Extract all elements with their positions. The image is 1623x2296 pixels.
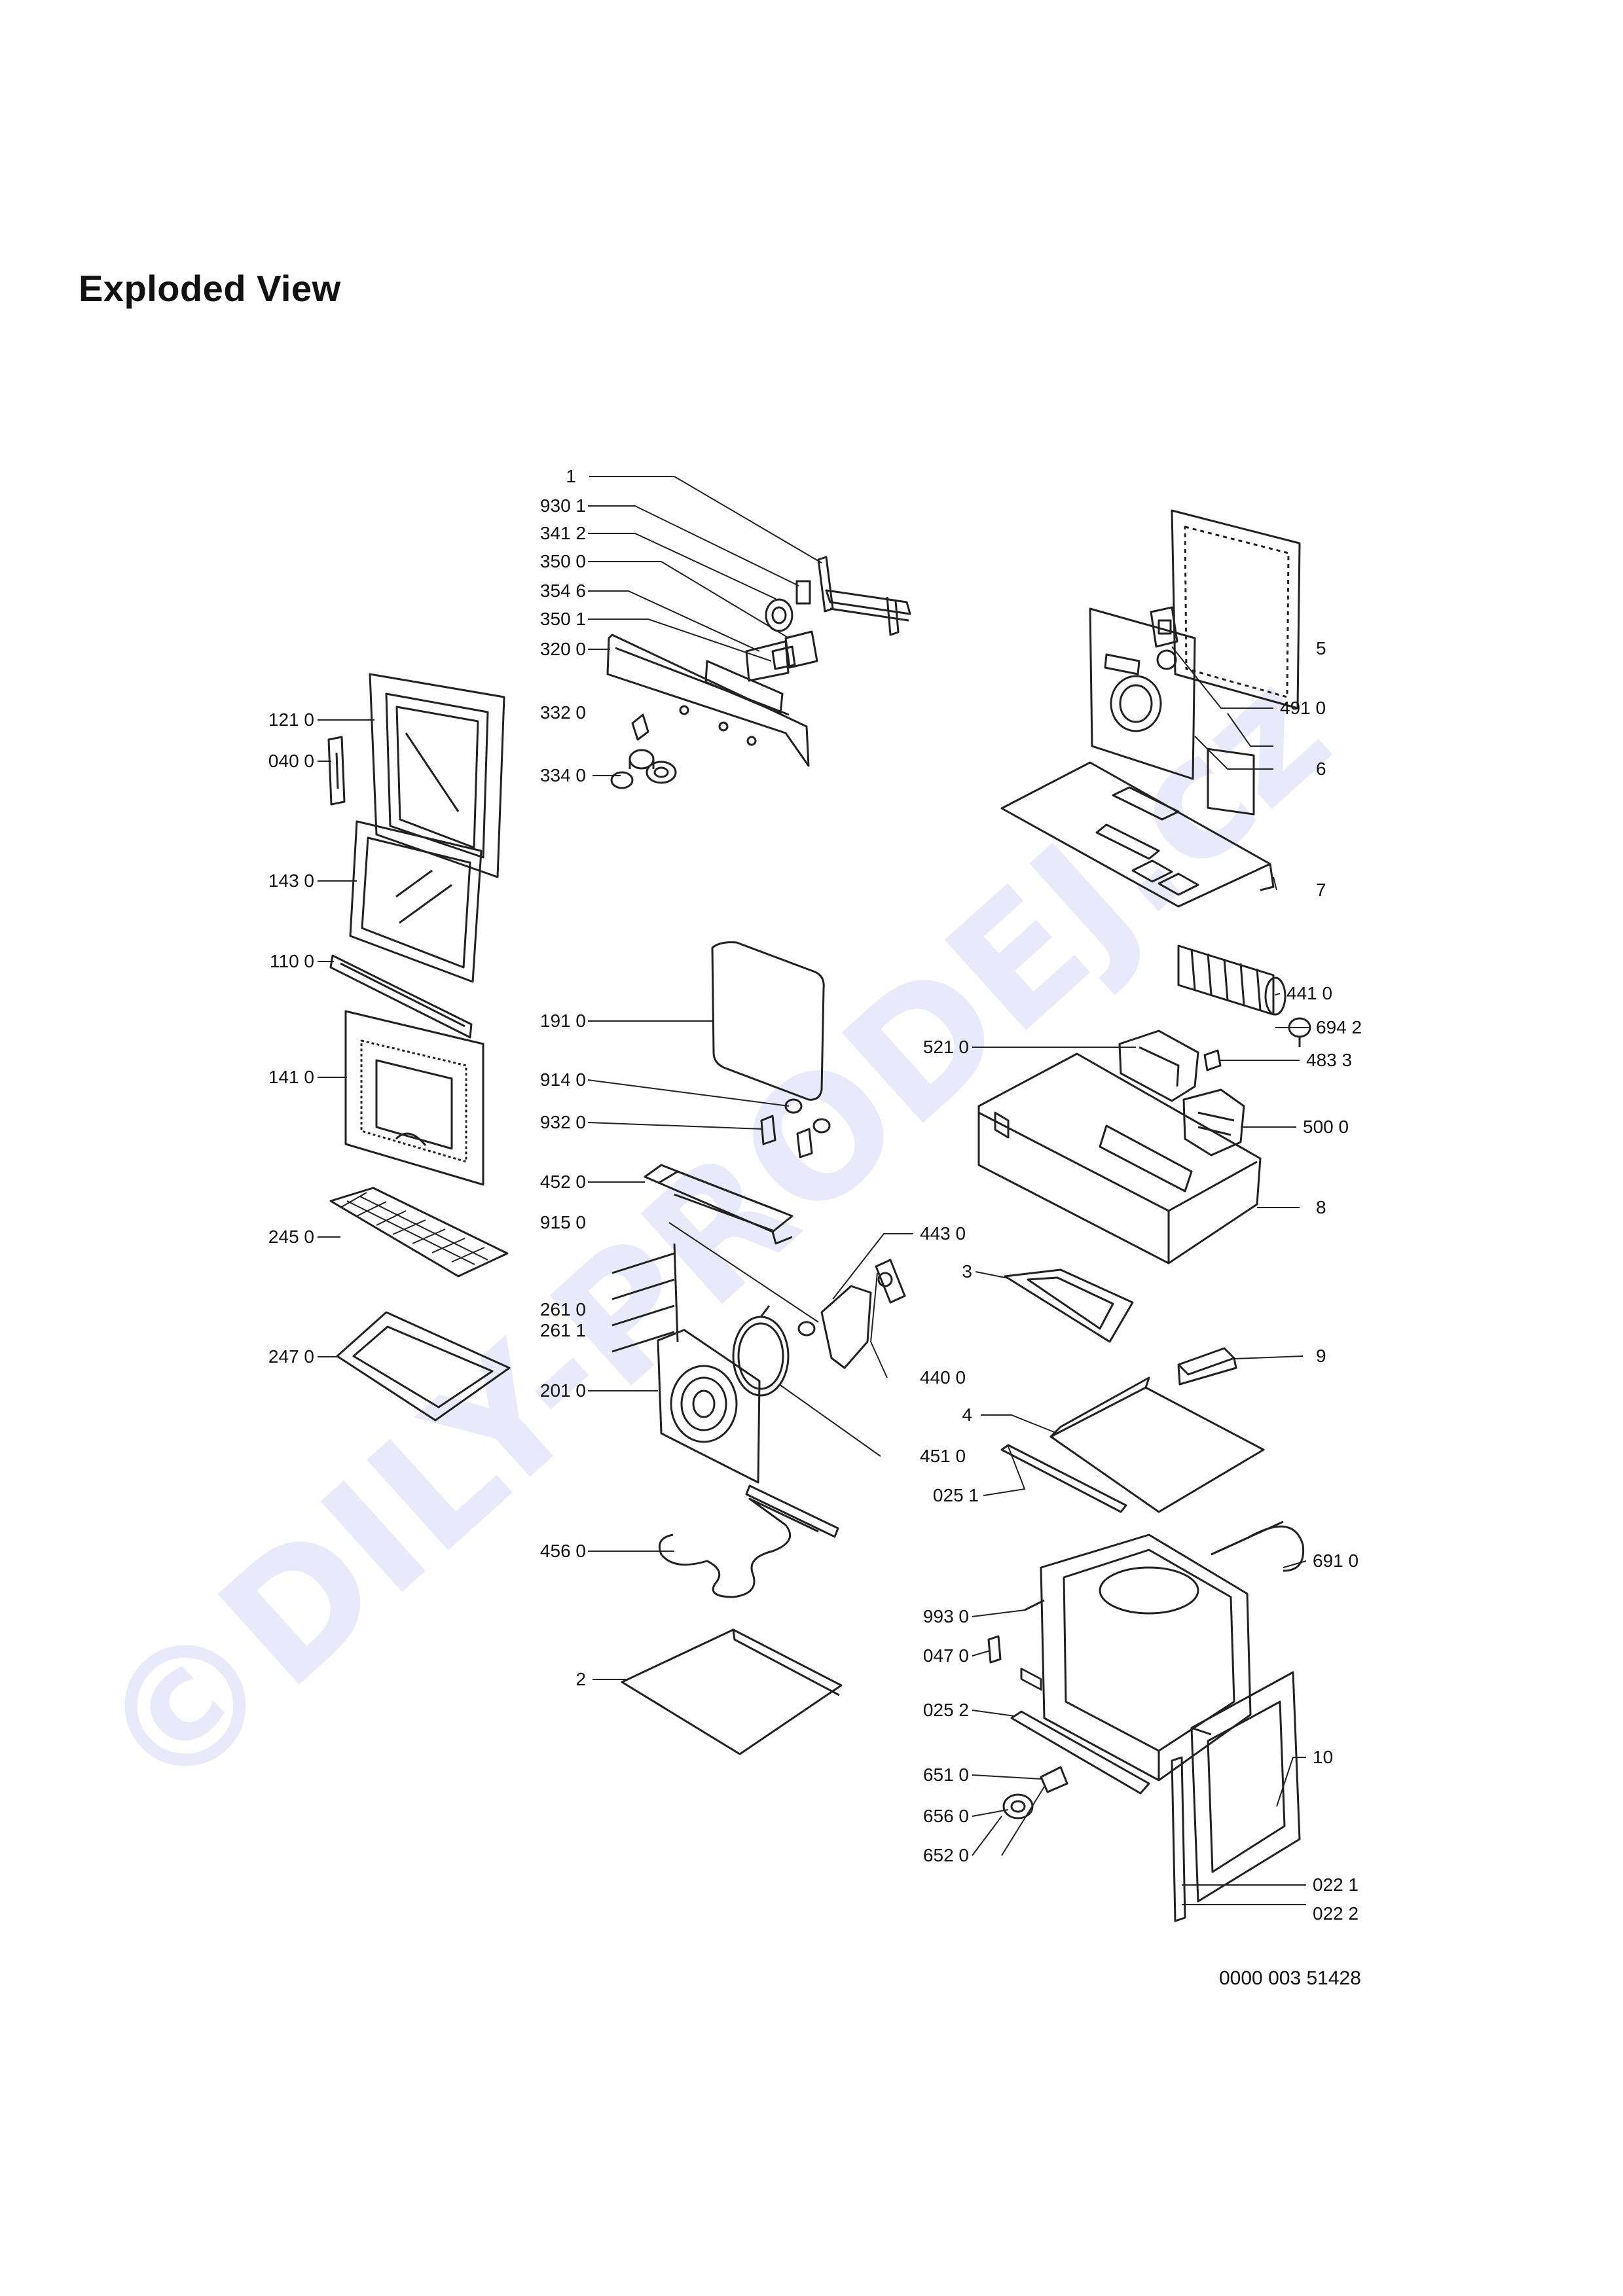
callout-7: 7 bbox=[1316, 880, 1326, 900]
part-inner-glass bbox=[349, 820, 483, 983]
callout-9: 9 bbox=[1316, 1346, 1326, 1366]
callout-5: 5 bbox=[1316, 638, 1326, 658]
part-top-heater bbox=[644, 1164, 793, 1245]
part-side-panel bbox=[1190, 1671, 1301, 1903]
callout-10: 10 bbox=[1313, 1747, 1333, 1767]
callout-025-2: 025 2 bbox=[923, 1700, 969, 1720]
callout-320-0: 320 0 bbox=[540, 639, 586, 659]
callout-500-0: 500 0 bbox=[1303, 1117, 1349, 1137]
part-hinge-rail bbox=[1171, 1756, 1186, 1922]
parts bbox=[327, 509, 1311, 1922]
callout-354-6: 354 6 bbox=[540, 581, 586, 601]
callout-8: 8 bbox=[1316, 1197, 1326, 1217]
callout-491-0: 491 0 bbox=[1280, 698, 1326, 718]
callout-440-0: 440 0 bbox=[920, 1367, 966, 1388]
part-fan-motor bbox=[797, 1259, 906, 1369]
part-electronics bbox=[1118, 1030, 1245, 1157]
part-wire-shelf bbox=[329, 1187, 509, 1278]
document-code: 0000 003 51428 bbox=[1219, 1967, 1361, 1989]
callout-332-0: 332 0 bbox=[540, 702, 586, 723]
part-door-strip bbox=[329, 954, 473, 1039]
callout-656-0: 656 0 bbox=[923, 1806, 969, 1826]
part-screw-clip bbox=[987, 1599, 1045, 1664]
part-thermostat-small bbox=[1288, 1017, 1311, 1047]
callout-191-0: 191 0 bbox=[540, 1011, 586, 1031]
callout-350-1: 350 1 bbox=[540, 609, 586, 629]
callout-245-0: 245 0 bbox=[268, 1227, 314, 1247]
part-oven-cavity bbox=[1040, 1534, 1252, 1782]
callout-652-0: 652 0 bbox=[923, 1845, 969, 1865]
callout-143-0: 143 0 bbox=[268, 870, 314, 891]
part-rail-upper bbox=[1000, 1444, 1127, 1513]
callout-110-0: 110 0 bbox=[270, 951, 314, 971]
part-hinge bbox=[327, 736, 346, 806]
part-glass-panel bbox=[711, 941, 825, 1101]
callout-993-0: 993 0 bbox=[923, 1606, 969, 1626]
part-small-cover bbox=[1177, 1347, 1237, 1386]
callout-350-0: 350 0 bbox=[540, 551, 586, 571]
callout-441-0: 441 0 bbox=[1286, 983, 1332, 1003]
callout-022-1: 022 1 bbox=[1313, 1874, 1359, 1895]
part-top-bracket bbox=[817, 556, 911, 636]
callout-930-1: 930 1 bbox=[540, 495, 586, 516]
callout-483-3: 483 3 bbox=[1306, 1050, 1352, 1070]
part-bottom-heater bbox=[658, 1484, 839, 1598]
callout-915-0: 915 0 bbox=[540, 1212, 586, 1232]
callout-022-2: 022 2 bbox=[1313, 1903, 1359, 1924]
callout-labels: 1 930 1 341 2 350 0 354 6 350 1 320 0 33… bbox=[268, 466, 1362, 1924]
callout-040-0: 040 0 bbox=[268, 751, 314, 771]
callout-651-0: 651 0 bbox=[923, 1765, 969, 1785]
part-tangential-fan bbox=[1177, 944, 1286, 1016]
part-middle-plate bbox=[1049, 1376, 1265, 1513]
callout-6: 6 bbox=[1316, 759, 1326, 779]
callout-691-0: 691 0 bbox=[1313, 1551, 1359, 1571]
callout-247-0: 247 0 bbox=[268, 1346, 314, 1367]
callout-201-0: 201 0 bbox=[540, 1380, 586, 1401]
part-baking-tray bbox=[336, 1311, 511, 1422]
part-switch-block bbox=[745, 630, 818, 682]
callout-914-0: 914 0 bbox=[540, 1069, 586, 1090]
part-front-knob bbox=[1002, 1766, 1068, 1820]
callout-047-0: 047 0 bbox=[923, 1645, 969, 1666]
callout-4: 4 bbox=[962, 1405, 972, 1425]
part-bracket-3 bbox=[1004, 1268, 1134, 1343]
part-control-panel bbox=[606, 634, 810, 767]
callout-2: 2 bbox=[575, 1669, 586, 1689]
part-knobs bbox=[610, 713, 677, 789]
callout-521-0: 521 0 bbox=[923, 1037, 969, 1057]
callout-341-2: 341 2 bbox=[540, 523, 586, 543]
callout-261-0: 261 0 bbox=[540, 1299, 586, 1319]
callout-694-2: 694 2 bbox=[1316, 1017, 1362, 1037]
part-chassis bbox=[977, 1052, 1262, 1691]
callout-141-0: 141 0 bbox=[268, 1067, 314, 1087]
part-door-front bbox=[344, 1010, 484, 1186]
callout-451-0: 451 0 bbox=[920, 1446, 966, 1466]
part-fan-cover bbox=[657, 1329, 761, 1484]
callout-334-0: 334 0 bbox=[540, 765, 586, 785]
part-lamp-holders bbox=[760, 1098, 831, 1158]
part-oven-sensor bbox=[1211, 1520, 1305, 1572]
part-side-racks bbox=[611, 1243, 679, 1353]
callout-456-0: 456 0 bbox=[540, 1541, 586, 1561]
page-title: Exploded View bbox=[79, 268, 341, 309]
part-rail-lower bbox=[1010, 1710, 1150, 1795]
callout-261-1: 261 1 bbox=[540, 1320, 586, 1340]
part-ring-heater bbox=[732, 1305, 790, 1397]
part-rear-wall bbox=[1089, 607, 1196, 780]
callout-3: 3 bbox=[962, 1261, 972, 1282]
callout-452-0: 452 0 bbox=[540, 1172, 586, 1192]
callout-1: 1 bbox=[566, 466, 576, 486]
callout-443-0: 443 0 bbox=[920, 1223, 966, 1244]
part-control-switch bbox=[765, 580, 811, 632]
part-top-plate bbox=[1000, 761, 1275, 908]
callout-025-1: 025 1 bbox=[933, 1485, 979, 1505]
callout-121-0: 121 0 bbox=[268, 709, 314, 730]
part-door-frame bbox=[369, 673, 505, 878]
callout-932-0: 932 0 bbox=[540, 1112, 586, 1132]
part-bottom-plate bbox=[621, 1628, 843, 1755]
leader-lines bbox=[318, 476, 1309, 1905]
